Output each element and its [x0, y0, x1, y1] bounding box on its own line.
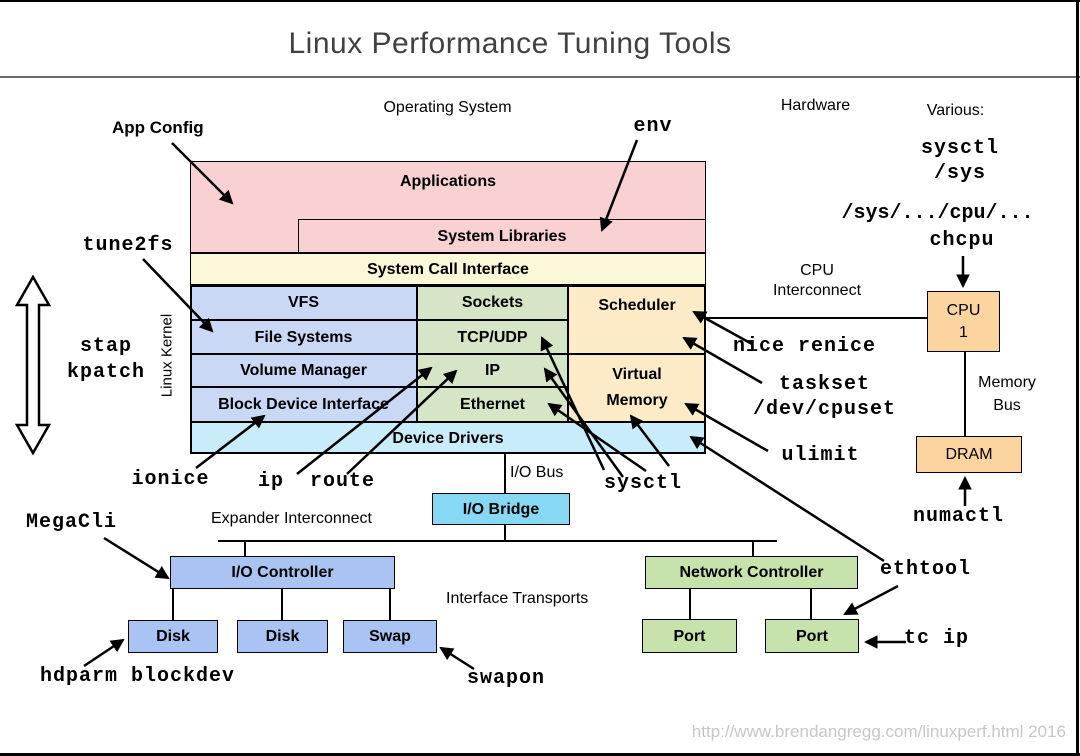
- tool-ethtool: ethtool: [880, 558, 972, 581]
- box-port-2: Port: [765, 619, 859, 653]
- box-swap: Swap: [343, 620, 437, 653]
- arrow-ethtool-port: [843, 584, 899, 616]
- box-port-1: Port: [642, 619, 737, 653]
- tool-numactl: numactl: [913, 505, 1005, 528]
- tool-nice-renice: nice renice: [733, 335, 877, 358]
- tool-app-config: App Config: [112, 118, 204, 137]
- box-device-drivers: Device Drivers: [190, 422, 706, 454]
- tool-env: env: [633, 115, 673, 138]
- box-file-systems: File Systems: [190, 320, 417, 354]
- box-volume-manager: Volume Manager: [190, 354, 417, 387]
- frame-bottom: [0, 752, 1080, 756]
- box-ethernet: Ethernet: [417, 387, 568, 422]
- tool-megacli: MegaCli: [26, 511, 118, 534]
- box-system-call-interface: System Call Interface: [190, 253, 706, 285]
- box-io-bridge: I/O Bridge: [432, 493, 570, 525]
- box-sockets: Sockets: [417, 285, 568, 320]
- box-disk-1: Disk: [128, 620, 218, 653]
- label-various: Various:: [926, 102, 985, 119]
- box-block-device-interface: Block Device Interface: [190, 387, 417, 422]
- label-interface-transports: Interface Transports: [446, 590, 589, 607]
- tool-taskset-cpuset: taskset/dev/cpuset: [752, 373, 897, 421]
- label-io-bus: I/O Bus: [510, 464, 564, 481]
- box-io-controller: I/O Controller: [170, 556, 395, 589]
- tool-sysctl: sysctl: [603, 472, 682, 495]
- box-dram: DRAM: [916, 436, 1022, 473]
- box-network-controller: Network Controller: [645, 556, 858, 589]
- watermark-url: http://www.brendangregg.com/linuxperf.ht…: [691, 722, 1066, 741]
- tool-tc-ip: tc ip: [904, 627, 970, 650]
- arrow-hdparm-blockdev: [83, 638, 125, 668]
- tool-chcpu: chcpu: [929, 229, 995, 252]
- tool-ulimit: ulimit: [781, 444, 860, 467]
- tool-tune2fs: tune2fs: [82, 234, 174, 257]
- box-system-libraries: System Libraries: [298, 219, 706, 253]
- box-ip: IP: [417, 354, 568, 387]
- label-expander-interconnect: Expander Interconnect: [211, 510, 372, 527]
- tool-hdparm-blockdev: hdparm blockdev: [40, 665, 236, 688]
- label-operating-system: Operating System: [383, 99, 512, 116]
- box-tcp-udp: TCP/UDP: [417, 320, 568, 354]
- box-scheduler: Scheduler: [568, 285, 706, 354]
- label-hardware: Hardware: [780, 97, 851, 114]
- page-title: Linux Performance Tuning Tools: [288, 27, 732, 60]
- arrow-swapon: [439, 646, 475, 671]
- title-divider: [0, 76, 1080, 78]
- tool-swapon: swapon: [467, 667, 546, 690]
- frame-right: [1076, 0, 1079, 756]
- tool-ip-route: ip route: [258, 470, 376, 493]
- box-disk-2: Disk: [237, 620, 328, 653]
- arrow-megacli: [103, 536, 170, 580]
- tool-sys-cpu-path: /sys/.../cpu/...: [841, 202, 1034, 225]
- box-vfs: VFS: [190, 285, 417, 320]
- frame-top: [0, 0, 1080, 2]
- tool-ionice: ionice: [131, 468, 210, 491]
- tool-sysctl-sys: sysctl/sys: [920, 137, 999, 185]
